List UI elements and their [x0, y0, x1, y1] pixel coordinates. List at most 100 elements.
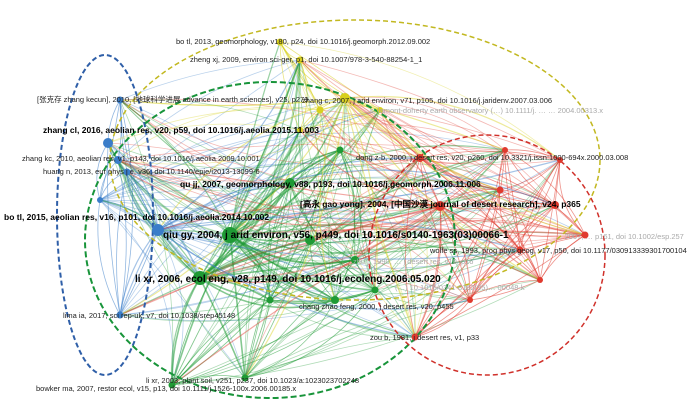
network-edge: [199, 277, 336, 309]
network-edge: [157, 109, 381, 231]
network-edge: [229, 234, 336, 301]
network-edge: [157, 208, 521, 251]
network-edge: [117, 159, 201, 279]
network-edge: [229, 189, 501, 236]
network-node: [331, 296, 339, 304]
label-huang-2013: huang n, 2013, eur phys j e, v36, doi 10…: [43, 167, 260, 176]
network-edge: [319, 109, 441, 207]
network-edge: [171, 129, 301, 386]
network-edge: [299, 59, 501, 191]
network-edge: [319, 109, 521, 251]
network-node: [123, 168, 131, 176]
network-edge: [344, 97, 421, 159]
network-edge: [299, 129, 561, 165]
network-edge: [119, 99, 376, 291]
network-edge: [299, 59, 336, 301]
label-li-xr-2006: li xr, 2006, ecol eng, v28, p149, doi 10…: [135, 274, 441, 285]
network-edge: [339, 149, 362, 261]
network-edge: [126, 171, 159, 231]
network-edge: [157, 59, 301, 231]
network-edge: [295, 59, 356, 261]
network-edge: [269, 299, 416, 338]
network-edge: [157, 229, 416, 338]
network-edge: [289, 177, 501, 191]
network-edge: [309, 149, 341, 241]
network-edge: [119, 99, 471, 301]
network-edge: [99, 129, 301, 201]
network-edge: [229, 203, 441, 236]
network-edge: [199, 182, 291, 279]
network-edge: [107, 142, 471, 301]
label-lima-2017: lima ia, 2017, sci rep-uk, v7, doi 10.10…: [63, 311, 236, 320]
network-edge: [354, 203, 556, 261]
network-edge: [117, 159, 376, 291]
label-bo-2015: bo tl, 2015, aeolian res, v16, p101, doi…: [4, 212, 270, 222]
network-node: [537, 277, 543, 283]
network-edge: [117, 106, 321, 161]
network-edge: [279, 41, 561, 161]
network-edge: [244, 289, 376, 379]
network-edge: [499, 159, 561, 191]
network-edge: [504, 149, 586, 236]
network-edge: [199, 219, 586, 279]
network-edge: [119, 249, 521, 322]
network-edge: [269, 149, 341, 301]
network-edge: [374, 205, 441, 291]
network-edge: [309, 239, 416, 338]
network-edge: [309, 149, 506, 241]
network-edge: [374, 149, 506, 291]
network-edge: [107, 99, 121, 144]
network-edge: [119, 193, 556, 316]
network-edge: [269, 231, 586, 301]
network-node: [411, 333, 419, 341]
network-edge: [229, 234, 356, 265]
network-edge: [119, 99, 128, 173]
network-edge: [504, 149, 521, 251]
network-edge: [229, 97, 346, 236]
network-edge: [229, 41, 281, 236]
network-edge: [199, 201, 441, 279]
network-edge: [119, 98, 341, 151]
network-edge: [99, 199, 336, 301]
cluster-boundary-green: [84, 81, 456, 399]
network-edge: [126, 171, 291, 189]
network-edge: [244, 299, 271, 379]
network-edge: [229, 234, 416, 338]
network-edge: [107, 123, 301, 144]
network-edge: [99, 97, 346, 201]
network-edge: [157, 157, 421, 231]
network-edge: [299, 129, 441, 207]
network-edge: [199, 249, 521, 280]
network-edge: [244, 259, 356, 379]
network-edge: [359, 109, 381, 291]
network-edge: [157, 97, 346, 231]
network-edge: [229, 234, 336, 301]
network-edge: [229, 223, 541, 281]
network-edge: [117, 159, 127, 316]
network-edge: [279, 41, 346, 99]
network-node: [340, 93, 350, 103]
network-edge: [171, 279, 541, 386]
network-edge: [157, 97, 346, 231]
network-edge: [469, 279, 541, 301]
network-edge: [119, 277, 201, 316]
network-edge: [119, 157, 421, 316]
label-gao-yong-2004: [高永 gao yong], 2004, [中国沙漠 journal of de…: [300, 199, 581, 209]
network-edge: [116, 171, 128, 316]
network-edge: [99, 132, 506, 201]
network-edge: [334, 149, 506, 301]
network-edge: [199, 149, 506, 279]
network-edge: [117, 159, 231, 236]
network-edge: [414, 205, 442, 338]
network-edge: [299, 129, 501, 191]
network-edge: [244, 299, 336, 379]
network-edge: [99, 199, 556, 215]
network-edge: [279, 41, 320, 241]
network-edge: [319, 97, 346, 301]
network-edge: [244, 299, 471, 379]
network-edge: [344, 97, 356, 261]
network-edge: [439, 205, 541, 281]
network-node: [168, 381, 176, 389]
network-edge: [299, 123, 506, 151]
network-edge: [353, 109, 381, 261]
